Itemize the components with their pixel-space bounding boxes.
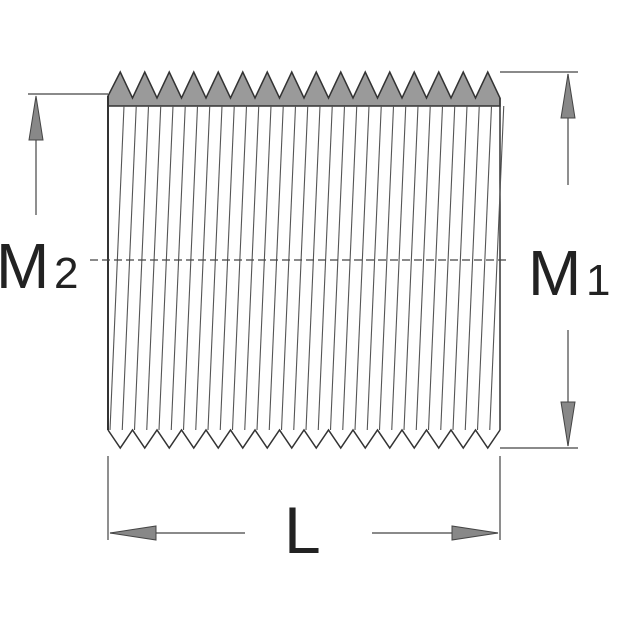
thread-helix-line: [195, 105, 211, 431]
thread-helix-line: [403, 105, 419, 431]
thread-helix-line: [121, 105, 137, 431]
thread-helix-line: [415, 105, 431, 431]
arrow-right-icon: [451, 525, 499, 541]
thread-helix-line: [342, 105, 358, 431]
threaded-body: [107, 70, 505, 450]
thread-helix-line: [378, 105, 395, 431]
thread-helix-line: [440, 105, 456, 431]
thread-helix-line: [256, 105, 272, 431]
thread-helix-line: [170, 105, 186, 431]
length-label: L: [284, 493, 321, 567]
dimension-m2: M 2: [0, 93, 108, 302]
m2-subscript: 2: [54, 249, 78, 298]
thread-helix-line: [489, 105, 505, 431]
arrow-up-icon: [28, 95, 44, 141]
bottom-thread-crest: [107, 428, 501, 450]
thread-helix-line: [391, 105, 407, 431]
thread-helix-line: [293, 105, 309, 431]
thread-helix-line: [366, 105, 382, 431]
thread-helix-line: [464, 105, 480, 431]
m1-subscript: 1: [586, 256, 610, 305]
thread-helix-line: [133, 105, 150, 431]
m1-label: M: [528, 237, 581, 309]
thread-helix-line: [146, 105, 162, 431]
arrow-down-icon: [560, 401, 576, 447]
thread-helix-line: [452, 105, 468, 431]
arrow-left-icon: [109, 525, 157, 541]
thread-helix-line: [280, 105, 297, 431]
thread-helix-line: [268, 105, 284, 431]
dimension-l: L: [107, 456, 501, 567]
thread-helix-line: [207, 105, 223, 431]
thread-helix-line: [476, 105, 493, 431]
thread-helix-line: [305, 105, 321, 431]
thread-helix-line: [158, 105, 174, 431]
thread-helix-line: [427, 105, 444, 431]
thread-helix-line: [317, 105, 333, 431]
arrow-up-icon: [560, 73, 576, 119]
m2-label: M: [0, 230, 49, 302]
thread-helix-line: [244, 105, 260, 431]
thread-helix-line: [231, 105, 248, 431]
thread-helix-line: [329, 105, 346, 431]
thread-helix-line: [354, 105, 370, 431]
thread-helix-line: [109, 105, 125, 431]
thread-helix-line: [219, 105, 235, 431]
dimension-m1: M 1: [500, 71, 610, 449]
top-thread-crest: [107, 70, 501, 107]
thread-helix-line: [182, 105, 199, 431]
